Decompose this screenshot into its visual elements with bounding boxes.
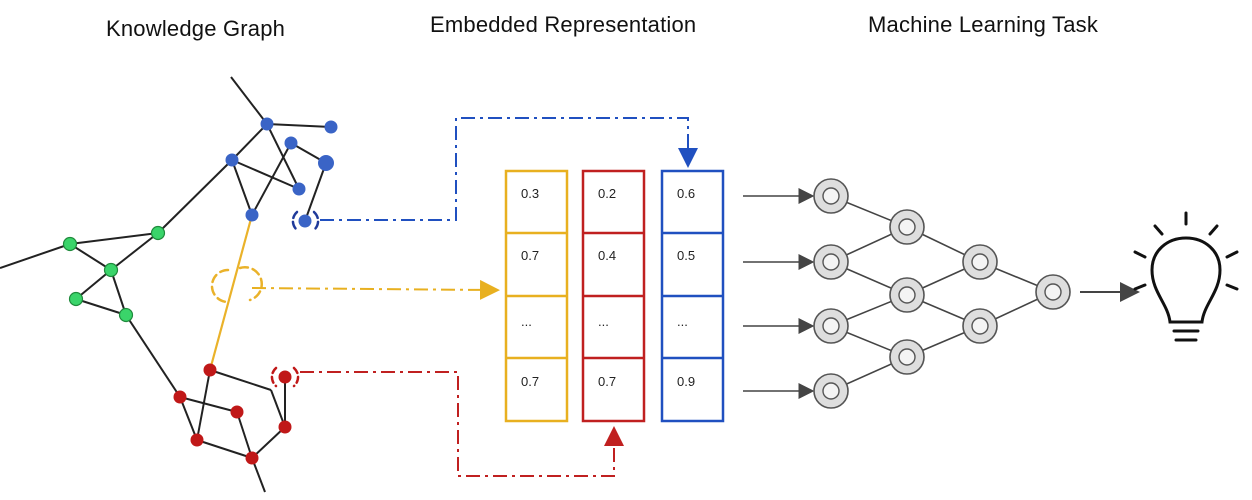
network-nodes [813, 178, 1071, 409]
connectors [251, 117, 698, 477]
blue-connector [320, 117, 698, 221]
neural-network [743, 178, 1140, 409]
vector-blue-cell-3: ... [677, 314, 688, 329]
vector-yellow-cell-1: 0.3 [521, 186, 539, 201]
knowledge-graph-title: Knowledge Graph [106, 16, 286, 41]
network-edges [830, 195, 1054, 392]
vector-yellow-cell-3: ... [521, 314, 532, 329]
embedding-vectors: 0.3 0.7 ... 0.7 0.2 0.4 ... 0.7 0.6 0.5 … [504, 169, 725, 423]
vector-yellow-cell-4: 0.7 [521, 374, 539, 389]
vector-blue-cell-4: 0.9 [677, 374, 695, 389]
lightbulb-icon [1133, 211, 1239, 342]
vector-red-cell-4: 0.7 [598, 374, 616, 389]
vector-yellow-cell-2: 0.7 [521, 248, 539, 263]
embedded-representation-title: Embedded Representation [430, 12, 697, 37]
red-nodes [173, 363, 292, 465]
vector-red-cell-2: 0.4 [598, 248, 616, 263]
green-nodes [62, 225, 166, 323]
vector-red-cell-1: 0.2 [598, 186, 616, 201]
selection-markers [210, 210, 320, 388]
vector-blue-cell-2: 0.5 [677, 248, 695, 263]
vector-red-cell-3: ... [598, 314, 609, 329]
input-arrows [743, 188, 815, 399]
blue-nodes [225, 117, 338, 228]
knowledge-graph [0, 76, 338, 493]
vector-blue-cell-1: 0.6 [677, 186, 695, 201]
highlighted-edge [208, 214, 254, 371]
yellow-connector [251, 279, 500, 300]
red-connector [300, 371, 624, 477]
vector-blue: 0.6 0.5 ... 0.9 [660, 169, 725, 423]
vector-yellow: 0.3 0.7 ... 0.7 [504, 169, 569, 423]
vector-red: 0.2 0.4 ... 0.7 [581, 169, 646, 423]
machine-learning-task-title: Machine Learning Task [868, 12, 1099, 37]
